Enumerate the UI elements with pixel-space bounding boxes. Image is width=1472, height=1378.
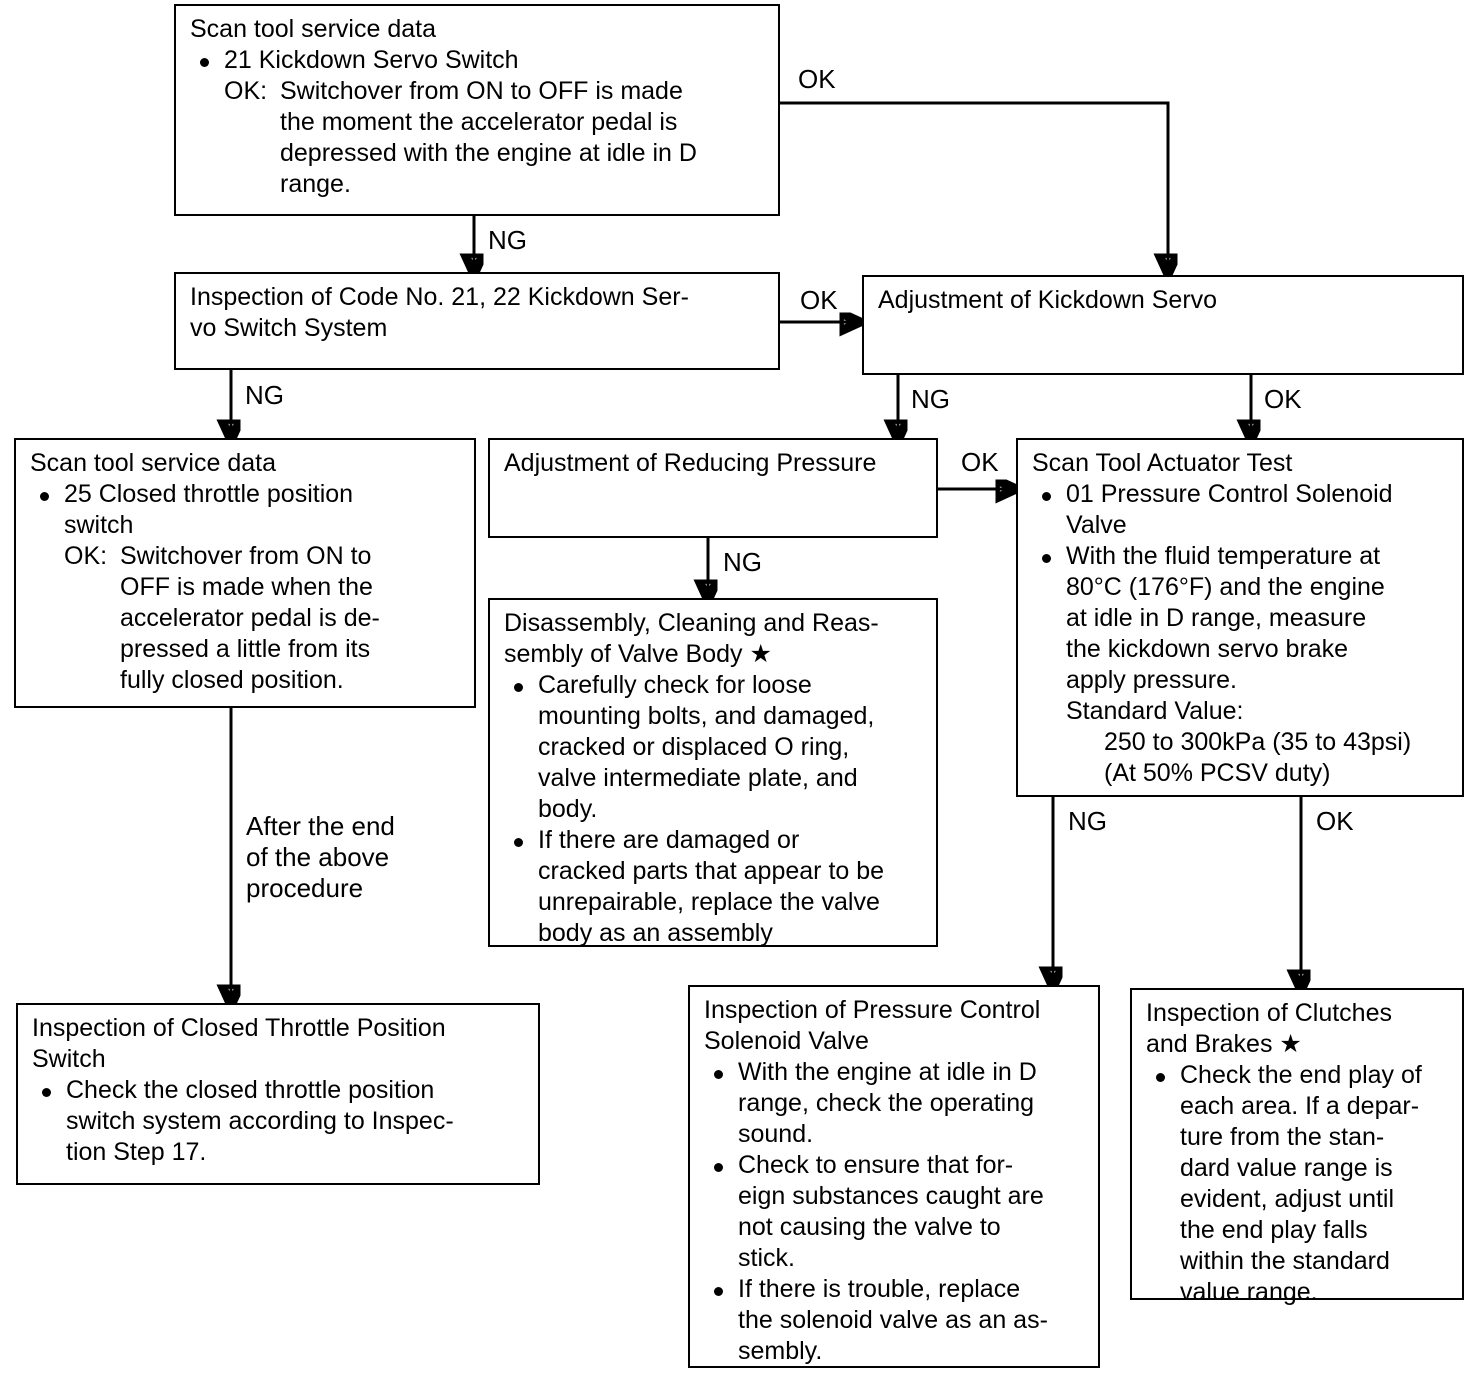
bullet-list: 01 Pressure Control Solenoid Valve With … [1032,479,1452,696]
node-scan-tool-actuator-test[interactable]: Scan Tool Actuator Test 01 Pressure Cont… [1016,438,1464,797]
standard-value-line-1: 250 to 300kPa (35 to 43psi) [1104,728,1412,756]
node-scan-tool-service-data-25[interactable]: Scan tool service data 25 Closed throttl… [14,438,476,708]
ok-label: OK: [64,542,108,570]
list-item: Check to ensure that for- eign substance… [704,1150,1088,1274]
edge-label-ng-box1: NG [488,225,527,255]
list-item: 01 Pressure Control Solenoid Valve [1032,479,1452,541]
edge-label-ng-code: NG [245,380,284,410]
node-scan-tool-service-data-21[interactable]: Scan tool service data 21 Kickdown Servo… [174,4,780,216]
node-inspection-closed-throttle-switch[interactable]: Inspection of Closed Throttle Position S… [16,1003,540,1185]
list-item: 21 Kickdown Servo Switch [190,45,768,76]
bullet-list: Check the end play of each area. If a de… [1146,1060,1452,1308]
list-item: If there is trouble, replace the solenoi… [704,1274,1088,1367]
edge-label-ok-actuator: OK [1316,806,1354,836]
node-inspection-code-21-22[interactable]: Inspection of Code No. 21, 22 Kickdown S… [174,272,780,370]
bullet-list: Carefully check for loose mounting bolts… [504,670,926,949]
edge-label-ng-adjustment: NG [911,384,950,414]
ok-text: Switchover from ON to OFF is made the mo… [280,77,697,198]
edge-label-ng-actuator: NG [1068,806,1107,836]
list-item: Check the closed throttle position switc… [32,1075,528,1168]
node-heading: Inspection of Clutches and Brakes ★ [1146,999,1392,1058]
standard-value-label: Standard Value: [1066,697,1244,725]
bullet-list: With the engine at idle in D range, chec… [704,1057,1088,1367]
ok-condition: OK: Switchover from ON to OFF is made the… [190,76,768,200]
node-adjustment-kickdown-servo[interactable]: Adjustment of Kickdown Servo [862,275,1464,375]
node-heading: Disassembly, Cleaning and Reas- sembly o… [504,609,879,668]
list-item: With the engine at idle in D range, chec… [704,1057,1088,1150]
list-item: Carefully check for loose mounting bolts… [504,670,926,825]
ok-text: Switchover from ON to OFF is made when t… [120,542,380,694]
edge-label-ok-code-adjustment: OK [800,285,838,315]
node-heading: Adjustment of Reducing Pressure [504,449,877,477]
edge-label-ok-adjustment: OK [1264,384,1302,414]
edge-label-ok-reducing-actuator: OK [961,447,999,477]
list-item: 25 Closed throttle position switch [30,479,464,541]
ok-label: OK: [224,77,268,105]
edge-label-ok-top-right: OK [798,64,836,94]
standard-value-line-2: (At 50% PCSV duty) [1104,759,1331,787]
bullet-list: 21 Kickdown Servo Switch [190,45,768,76]
node-heading: Adjustment of Kickdown Servo [878,286,1218,314]
node-heading: Scan tool service data [190,15,436,43]
node-disassembly-valve-body[interactable]: Disassembly, Cleaning and Reas- sembly o… [488,598,938,947]
ok-condition: OK: Switchover from ON to OFF is made whe… [30,541,464,696]
node-heading: Inspection of Closed Throttle Position S… [32,1014,446,1073]
edge-label-after-end-procedure: After the end of the above procedure [246,811,395,903]
node-adjustment-reducing-pressure[interactable]: Adjustment of Reducing Pressure [488,438,938,538]
wire-ok-box1-to-adjustment [778,101,1168,272]
node-inspection-pressure-control-solenoid[interactable]: Inspection of Pressure Control Solenoid … [688,985,1100,1368]
node-inspection-clutches-brakes[interactable]: Inspection of Clutches and Brakes ★ Chec… [1130,988,1464,1306]
list-item: With the fluid temperature at 80°C (176°… [1032,541,1452,696]
node-heading: Inspection of Pressure Control Solenoid … [704,996,1041,1055]
node-heading: Inspection of Code No. 21, 22 Kickdown S… [190,283,689,342]
bullet-list: Check the closed throttle position switc… [32,1075,528,1168]
bullet-list: 25 Closed throttle position switch [30,479,464,541]
edge-label-ng-reducing: NG [723,547,762,577]
node-heading: Scan Tool Actuator Test [1032,449,1293,477]
list-item: If there are damaged or cracked parts th… [504,825,926,949]
list-item: Check the end play of each area. If a de… [1146,1060,1452,1308]
node-heading: Scan tool service data [30,449,276,477]
